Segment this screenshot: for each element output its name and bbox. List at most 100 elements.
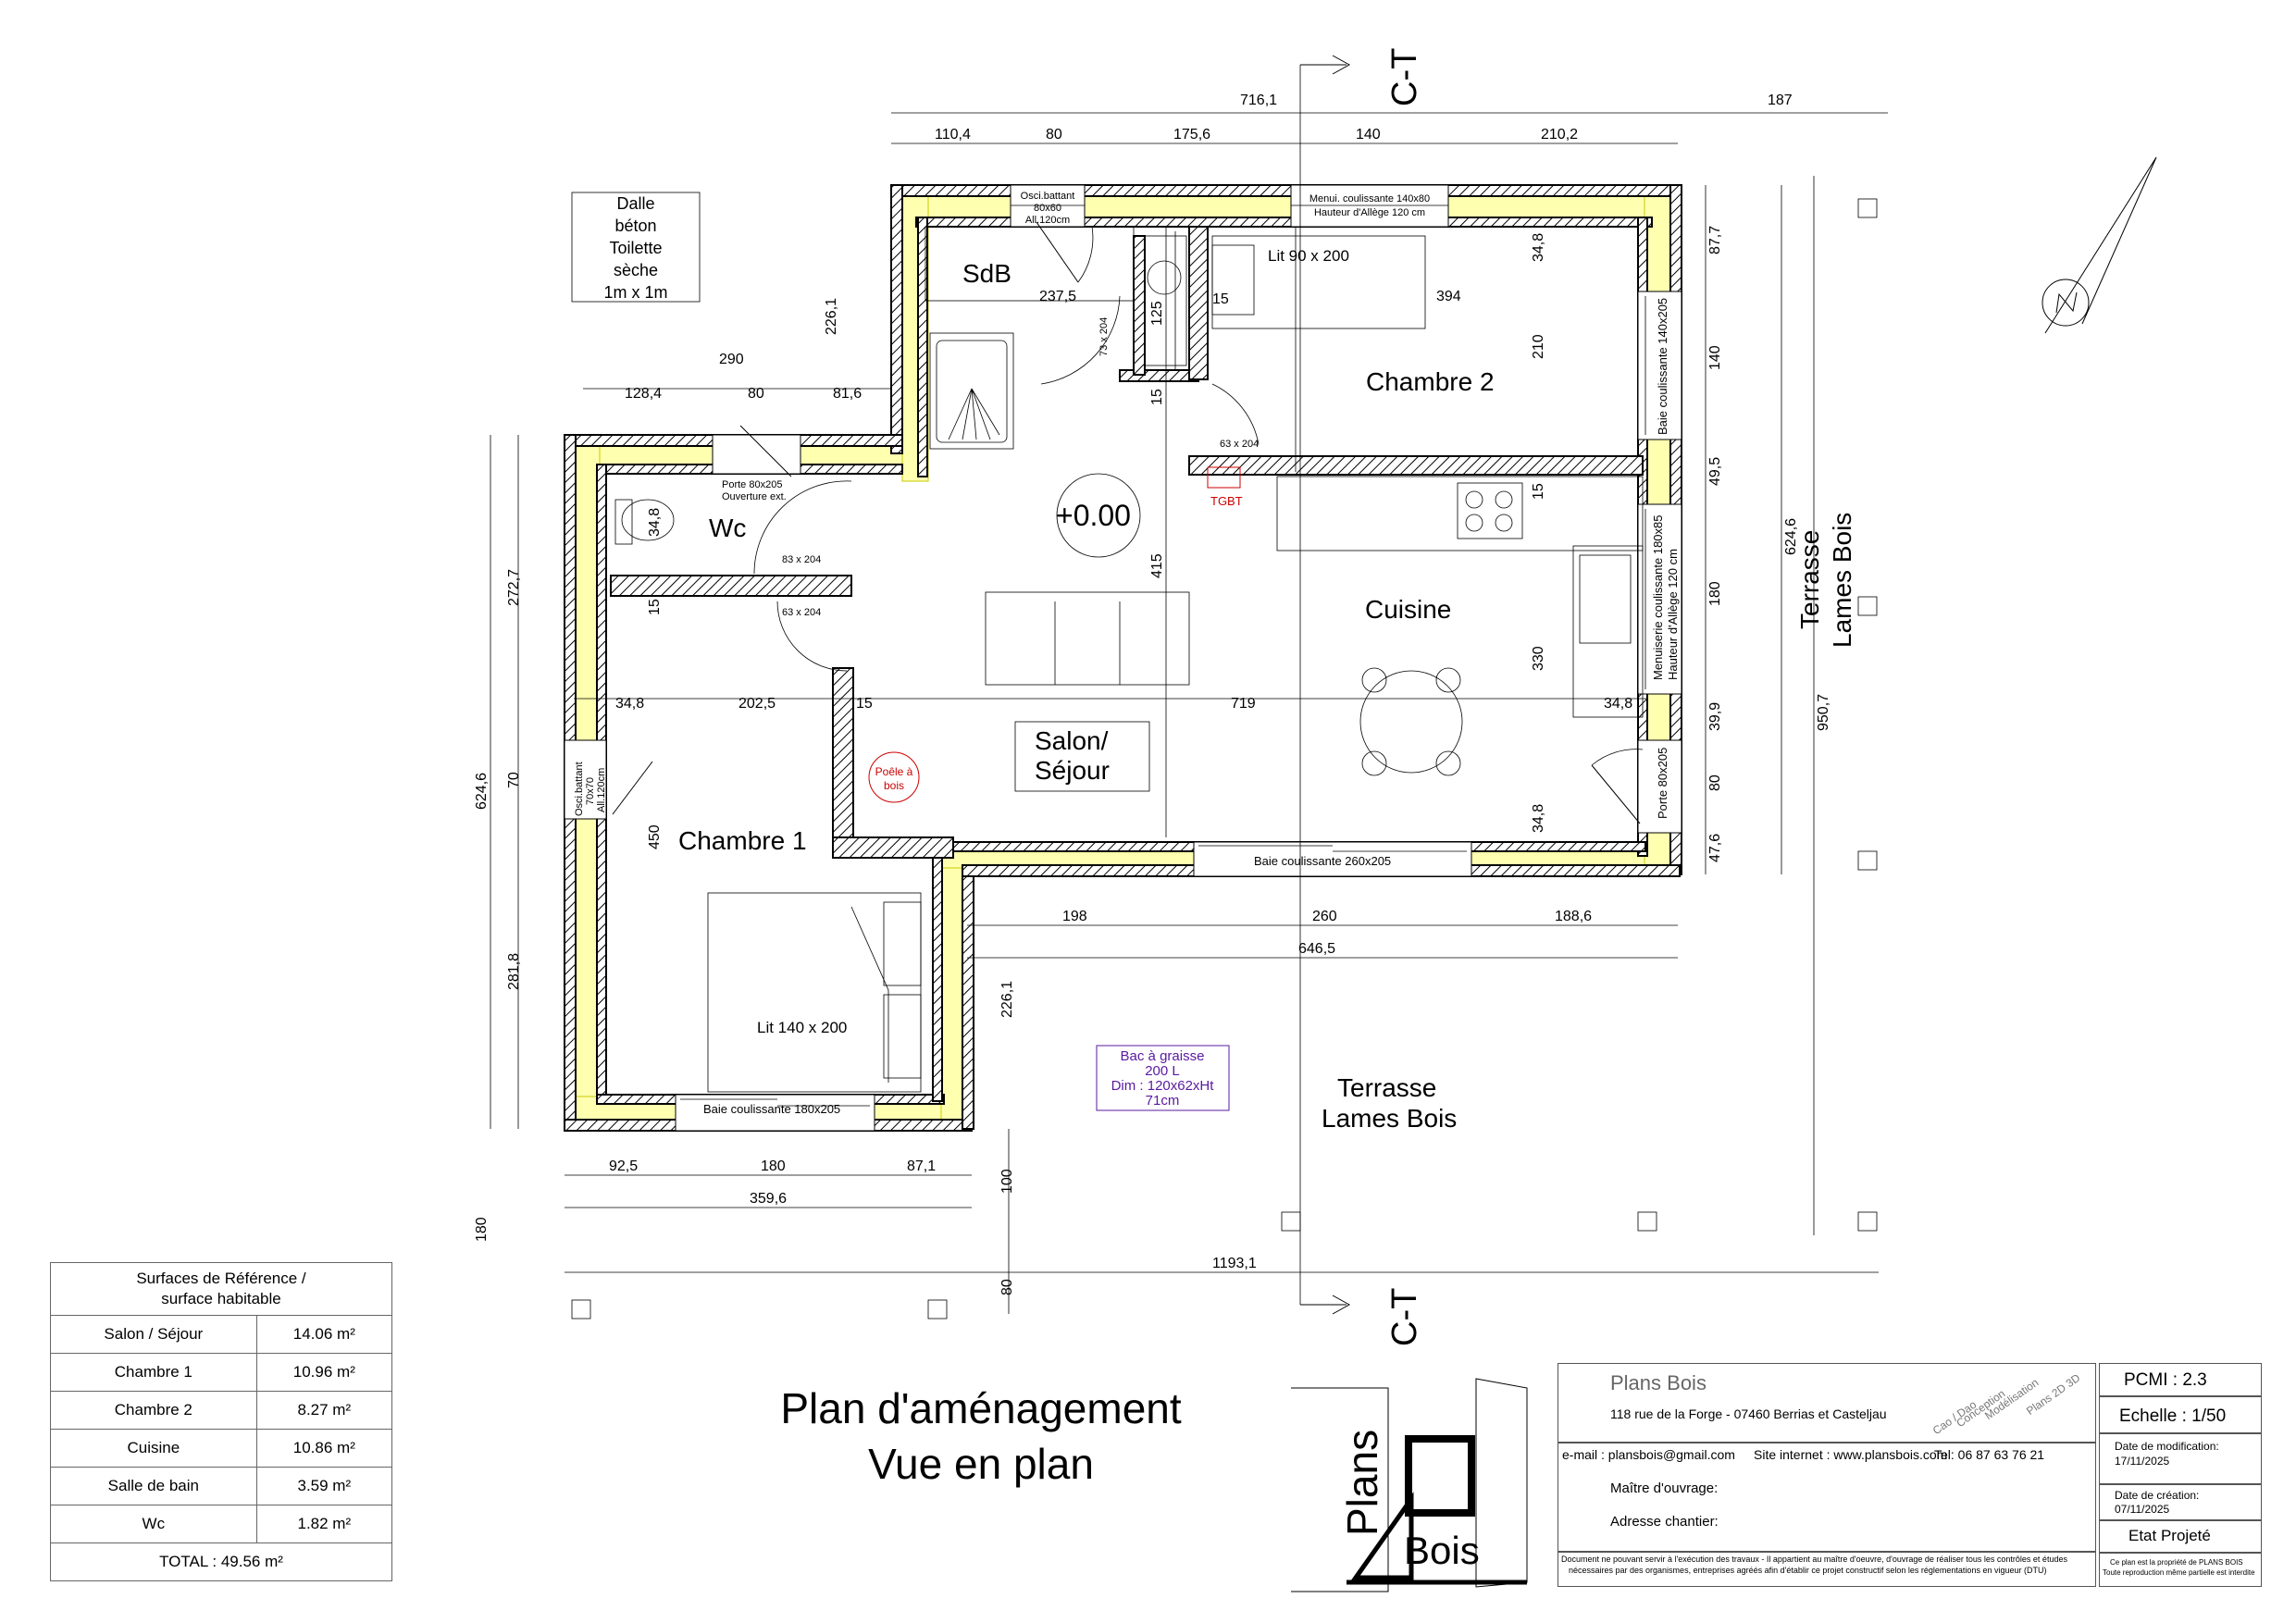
terrasse-right-2: Lames Bois [1828, 513, 1856, 648]
svg-text:87,1: 87,1 [907, 1158, 936, 1174]
svg-text:188,6: 188,6 [1555, 909, 1592, 924]
terrasse-bottom-2: Lames Bois [1322, 1104, 1457, 1133]
svg-text:624,6: 624,6 [474, 773, 490, 810]
opening-labels: Osci.battant 80x60 All.120cm Menui. coul… [574, 191, 1680, 1116]
svg-text:187: 187 [1768, 93, 1793, 108]
title-block [1558, 1363, 2096, 1587]
svg-text:73 x 204: 73 x 204 [1098, 317, 1110, 356]
svg-text:Toilette: Toilette [609, 239, 662, 257]
svg-text:34,8: 34,8 [1531, 233, 1546, 262]
svg-text:646,5: 646,5 [1298, 941, 1335, 957]
company-address: 118 rue de la Forge - 07460 Berrias et C… [1610, 1406, 1887, 1421]
svg-text:125: 125 [1149, 301, 1165, 326]
plans-bois-logo: Plans Bois [1291, 1378, 1528, 1592]
svg-text:81,6: 81,6 [833, 386, 862, 402]
poele-label: Poêle à bois [875, 765, 913, 792]
room-chambre1: Chambre 1 [678, 826, 807, 855]
svg-text:70: 70 [506, 772, 522, 788]
svg-text:bois: bois [884, 779, 904, 792]
disclaimer-1: Document ne pouvant servir à l'exécution… [1561, 1555, 2067, 1564]
adresse-chantier: Adresse chantier: [1610, 1514, 1719, 1530]
svg-text:Porte 80x205: Porte 80x205 [1656, 748, 1669, 819]
svg-text:49,5: 49,5 [1707, 457, 1723, 486]
svg-text:15: 15 [856, 696, 873, 712]
svg-text:80: 80 [1046, 127, 1062, 142]
svg-text:Ouverture ext.: Ouverture ext. [722, 491, 787, 502]
svg-text:15: 15 [1212, 291, 1229, 307]
svg-text:Dim : 120x62xHt: Dim : 120x62xHt [1111, 1078, 1215, 1094]
maitre-ouvrage: Maître d'ouvrage: [1610, 1481, 1719, 1496]
svg-text:226,1: 226,1 [999, 981, 1015, 1018]
plan-title: Plan d'aménagement Vue en plan [780, 1384, 1182, 1488]
room-wc: Wc [709, 514, 746, 542]
lit-chambre2: Lit 90 x 200 [1268, 247, 1349, 265]
date-modif-label: Date de modification: [2115, 1440, 2219, 1453]
svg-text:Menuiserie coulissante 180x85: Menuiserie coulissante 180x85 [1651, 515, 1665, 681]
room-labels: SdB Wc Chambre 2 Cuisine Chambre 1 Salon… [678, 48, 1856, 1346]
svg-text:béton: béton [614, 217, 656, 235]
svg-text:226,1: 226,1 [824, 298, 839, 335]
svg-text:260: 260 [1312, 909, 1337, 924]
company-name: Plans Bois [1610, 1371, 1706, 1394]
svg-text:15: 15 [647, 599, 663, 615]
svg-text:Baie coulissante 180x205: Baie coulissante 180x205 [703, 1102, 840, 1116]
svg-text:63 x 204: 63 x 204 [782, 607, 821, 618]
svg-text:272,7: 272,7 [506, 569, 522, 606]
svg-text:Baie coulissante 260x205: Baie coulissante 260x205 [1254, 854, 1391, 868]
bac-label: Bac à graisse 200 L Dim : 120x62xHt 71cm [1111, 1048, 1215, 1109]
date-creation-label: Date de création: [2115, 1489, 2200, 1502]
room-salon-2: Séjour [1035, 756, 1110, 785]
surfaces-total: TOTAL : 49.56 m² [50, 1542, 392, 1581]
svg-text:140: 140 [1707, 345, 1723, 370]
phone: Tel: 06 87 63 76 21 [1934, 1447, 2045, 1462]
svg-text:180: 180 [474, 1217, 490, 1242]
room-cuisine: Cuisine [1365, 595, 1451, 624]
copyright-1: Ce plan est la propriété de PLANS BOIS [2110, 1558, 2243, 1567]
room-chambre2: Chambre 2 [1366, 367, 1495, 396]
svg-text:198: 198 [1062, 909, 1087, 924]
svg-text:sèche: sèche [614, 261, 658, 279]
svg-text:80x60: 80x60 [1034, 203, 1061, 214]
svg-text:Menui. coulissante 140x80: Menui. coulissante 140x80 [1309, 193, 1430, 204]
svg-text:63 x 204: 63 x 204 [1220, 439, 1259, 450]
svg-text:330: 330 [1531, 646, 1546, 671]
svg-text:Porte 80x205: Porte 80x205 [722, 479, 782, 490]
svg-text:200 L: 200 L [1145, 1063, 1180, 1079]
svg-text:71cm: 71cm [1146, 1093, 1180, 1109]
surfaces-header: Surfaces de Référence /surface habitable [50, 1262, 392, 1316]
echelle: Echelle : 1/50 [2119, 1406, 2227, 1426]
pcmi: PCMI : 2.3 [2124, 1370, 2207, 1390]
copyright-2: Toute reproduction même partielle est in… [2103, 1568, 2255, 1577]
svg-text:180: 180 [761, 1158, 786, 1174]
tgbt-label: TGBT [1210, 494, 1243, 508]
date-creation: 07/11/2025 [2115, 1503, 2170, 1516]
svg-text:110,4: 110,4 [935, 127, 971, 142]
openings [564, 184, 1682, 1132]
svg-text:Dalle: Dalle [616, 194, 654, 213]
etat: Etat Projeté [2128, 1527, 2211, 1544]
svg-text:39,9: 39,9 [1707, 702, 1723, 731]
svg-text:100: 100 [999, 1169, 1015, 1194]
svg-text:210: 210 [1531, 334, 1546, 359]
svg-text:237,5: 237,5 [1039, 289, 1076, 304]
svg-text:Osci.battant: Osci.battant [1021, 191, 1075, 202]
furniture [614, 226, 1644, 1093]
svg-text:Plans: Plans [1338, 1430, 1386, 1536]
svg-text:394: 394 [1436, 289, 1461, 304]
svg-text:83 x 204: 83 x 204 [782, 554, 821, 565]
interior-walls [610, 226, 1644, 859]
svg-text:624,6: 624,6 [1783, 518, 1799, 555]
dimension-lines [490, 55, 2157, 1319]
svg-text:719: 719 [1231, 696, 1256, 712]
svg-text:Bac à graisse: Bac à graisse [1121, 1048, 1205, 1064]
insulation [573, 193, 1671, 1123]
terrasse-bottom-1: Terrasse [1337, 1073, 1436, 1102]
disclaimer-2: nécessaires par des organismes, entrepri… [1569, 1566, 2047, 1575]
svg-text:202,5: 202,5 [738, 696, 776, 712]
svg-text:92,5: 92,5 [609, 1158, 638, 1174]
svg-text:1m x 1m: 1m x 1m [603, 283, 667, 302]
